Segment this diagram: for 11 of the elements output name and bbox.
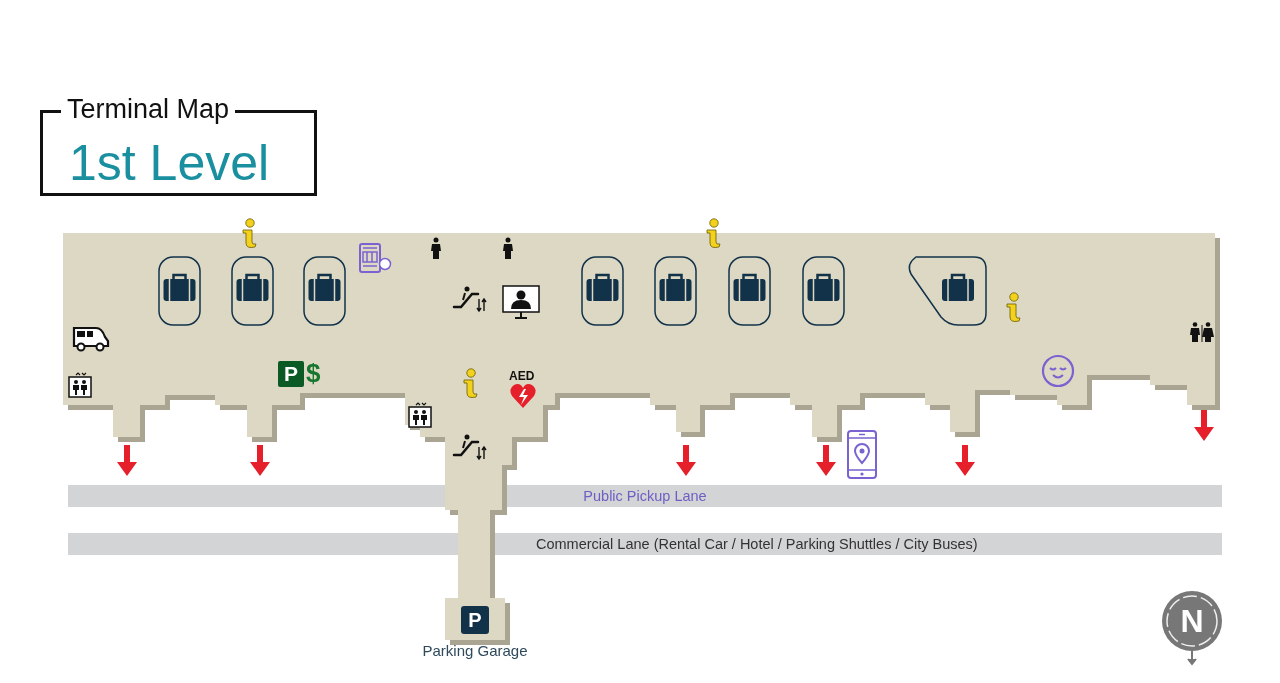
aed-label: AED	[509, 369, 535, 383]
lane-label: Commercial Lane (Rental Car / Hotel / Parking Shuttles / City Buses)	[536, 535, 978, 554]
pickup-lane	[68, 485, 1222, 507]
commercial-lane	[68, 533, 1222, 555]
level-title: 1st Level	[69, 135, 270, 191]
dollar-symbol: $	[306, 359, 321, 387]
north-label: N	[1179, 604, 1205, 638]
parking-sign: P	[461, 606, 489, 634]
parking-sign: P	[278, 361, 304, 387]
lane-label: Public Pickup Lane	[582, 487, 708, 506]
garage-label: Parking Garage	[421, 642, 529, 659]
